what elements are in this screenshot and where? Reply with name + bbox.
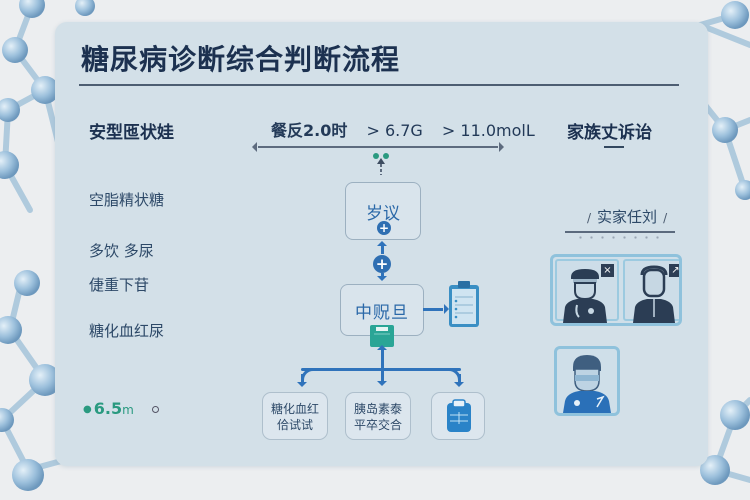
flow-leaf-report[interactable] <box>431 392 485 440</box>
close-badge-icon[interactable]: × <box>601 264 614 277</box>
criteria-value: > 11.0molL <box>441 121 535 140</box>
expand-badge-icon[interactable]: ↗ <box>669 264 679 277</box>
plus-circle-icon[interactable]: + <box>377 221 391 235</box>
symptom-item: 空脂精状糖 <box>89 191 165 209</box>
flow-leaf-hba1c[interactable]: 糖化血红 佮试试 <box>262 392 328 440</box>
branch-arrow-center <box>377 371 387 386</box>
doctor-icon <box>563 269 607 323</box>
family-subheading: / 实家任刘 / <box>581 206 673 227</box>
leaf-line: 平卒交合 <box>353 418 402 432</box>
teal-clipboard-icon <box>370 325 394 347</box>
dotted-rule <box>575 236 667 239</box>
masked-person-icon <box>563 355 611 413</box>
bullet-dot-icon: ● <box>83 404 92 415</box>
page-title: 糖尿病诊断综合判断流程 <box>81 43 401 76</box>
dual-dot-arrow-icon <box>373 153 389 175</box>
plus-circle-icon[interactable]: + <box>373 255 391 273</box>
leaf-line: 胰岛素泰 <box>353 402 402 416</box>
hba1c-threshold: ●6.5m <box>83 399 159 418</box>
avatar-person[interactable]: ↗ <box>623 259 679 323</box>
symptom-item: 糖化血红尿 <box>89 322 165 340</box>
criteria-value: > 6.7G <box>366 121 423 140</box>
leaf-line: 糖化血红 <box>270 402 319 416</box>
tick-mark-icon: / <box>587 211 592 225</box>
subheading-rule <box>565 231 675 233</box>
blue-clipboard-icon <box>447 399 471 432</box>
left-column-heading: 安型匜状娃 <box>89 123 174 143</box>
threshold-unit: m <box>122 403 134 417</box>
avatar-doctor[interactable]: × <box>555 259 619 323</box>
diagnosis-flow-panel: 糖尿病诊断综合判断流程 安型匜状娃 空脂精状糖 多饮 多尿 倢重下苷 糖化血红尿… <box>55 22 708 466</box>
branch-bar <box>301 368 461 371</box>
heading-dash <box>604 146 624 148</box>
connector-down-arrow <box>377 273 387 281</box>
symptom-item: 倢重下苷 <box>89 276 150 294</box>
avatar-masked-person[interactable] <box>554 346 620 416</box>
branch-arrow-right <box>454 374 464 387</box>
circle-icon <box>151 406 159 413</box>
node-label: 岁议 <box>366 204 400 224</box>
connector-up-arrow <box>377 345 387 370</box>
flow-node-top[interactable]: 岁议 + <box>345 182 421 240</box>
criteria-lead: 餐反2.0时 <box>271 121 348 140</box>
symptom-item: 多饮 多尿 <box>89 242 154 260</box>
node-label: 中贶旦 <box>355 303 409 323</box>
connector-up-arrow <box>377 241 387 254</box>
person-icon <box>633 265 675 323</box>
threshold-number: 6.5 <box>93 399 123 418</box>
flow-leaf-insulin[interactable]: 胰岛素泰 平卒交合 <box>345 392 411 440</box>
subheading-text: 实家任刘 <box>597 208 658 226</box>
double-arrow-divider <box>252 142 504 152</box>
checklist-clipboard-icon[interactable] <box>447 280 481 328</box>
family-avatar-pair: × ↗ <box>550 254 682 326</box>
glucose-criteria: 餐反2.0时 > 6.7G > 11.0molL <box>271 117 549 141</box>
right-arrow <box>423 304 449 313</box>
tick-mark-icon: / <box>663 211 668 225</box>
title-divider <box>79 84 679 86</box>
branch-arrow-left <box>297 374 307 387</box>
leaf-line: 佮试试 <box>276 418 313 432</box>
right-column-heading: 家族丈诉诒 <box>567 123 652 143</box>
